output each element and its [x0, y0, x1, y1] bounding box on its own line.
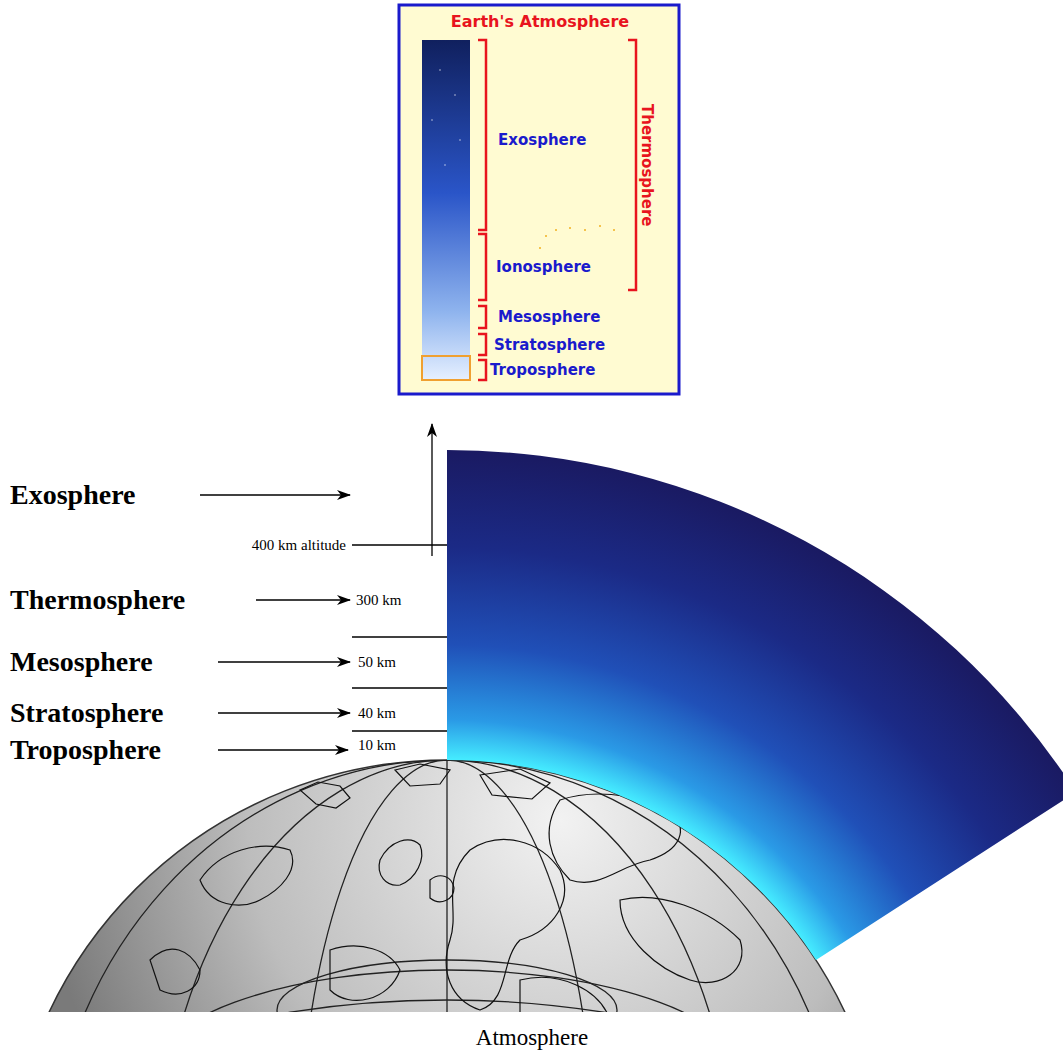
layer-label: Thermosphere — [10, 585, 185, 616]
layer-label: Thermosphere — [638, 104, 655, 227]
inset-title: Earth's Atmosphere — [451, 13, 629, 31]
layer-label: Troposphere — [10, 735, 161, 766]
inset-panel — [399, 5, 679, 394]
layer-label: Exosphere — [498, 132, 586, 149]
atmosphere-band — [447, 450, 1063, 960]
altitude-label: 40 km — [358, 705, 396, 722]
layer-label: Mesosphere — [10, 647, 153, 678]
altitude-label: 10 km — [358, 737, 396, 754]
altitude-label: 400 km altitude — [252, 537, 346, 554]
layer-label: Mesosphere — [498, 309, 600, 326]
layer-label: Stratosphere — [10, 698, 163, 729]
altitude-scale — [352, 424, 447, 731]
figure-caption: Atmosphere — [476, 1025, 588, 1050]
altitude-label: 50 km — [358, 654, 396, 671]
layer-label: Exosphere — [10, 480, 136, 511]
layer-label: Ionosphere — [496, 259, 591, 276]
altitude-label: 300 km — [356, 592, 401, 609]
layer-label: Troposphere — [490, 362, 595, 379]
pointer-arrows — [200, 495, 350, 750]
layer-label: Stratosphere — [494, 337, 605, 354]
